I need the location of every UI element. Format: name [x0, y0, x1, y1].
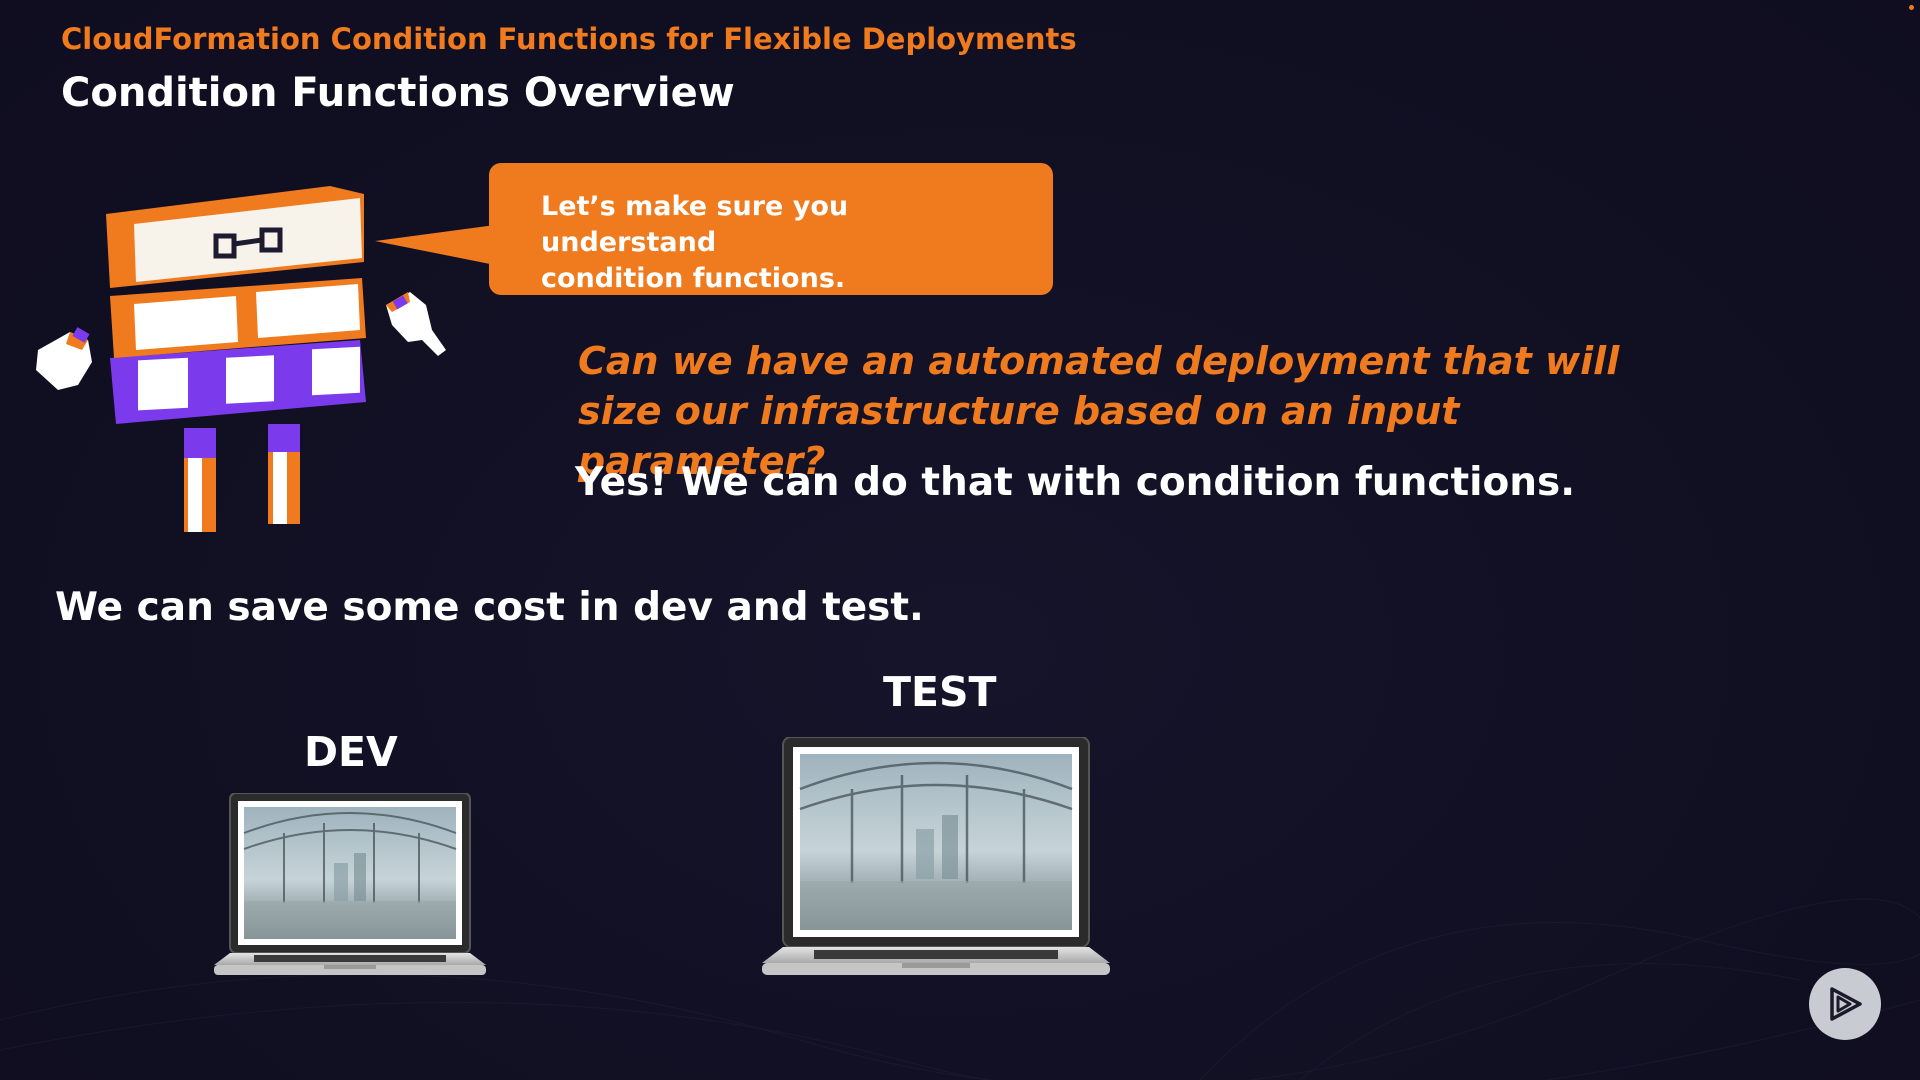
test-laptop-image: [762, 737, 1110, 975]
speech-bubble-line-2: condition functions.: [541, 263, 846, 294]
answer-text: Yes! We can do that with condition funct…: [575, 460, 1576, 505]
glasses-icon: [213, 227, 283, 259]
play-logo-button[interactable]: [1809, 968, 1881, 1040]
speech-bubble: Let’s make sure you understand condition…: [489, 163, 1053, 295]
cost-statement: We can save some cost in dev and test.: [55, 585, 924, 630]
status-dot: [1909, 5, 1914, 10]
question-text: Can we have an automated deployment that…: [578, 336, 1678, 486]
brick-robot-mascot-icon: [36, 186, 446, 532]
course-subtitle: CloudFormation Condition Functions for F…: [61, 22, 1077, 56]
speech-bubble-line-1: Let’s make sure you understand: [541, 191, 849, 258]
play-logo-icon: [1830, 987, 1862, 1021]
right-hand-icon: [386, 292, 446, 356]
question-line-1: Can we have an automated deployment that…: [578, 339, 1620, 383]
dev-label: DEV: [304, 728, 398, 776]
dev-laptop-image: [214, 793, 486, 975]
page-title: Condition Functions Overview: [61, 70, 735, 116]
test-label: TEST: [883, 668, 997, 716]
left-hand-icon: [36, 327, 92, 390]
question-line-2: size our infrastructure based on an inpu…: [578, 389, 1460, 483]
speech-bubble-tail: [375, 225, 495, 265]
